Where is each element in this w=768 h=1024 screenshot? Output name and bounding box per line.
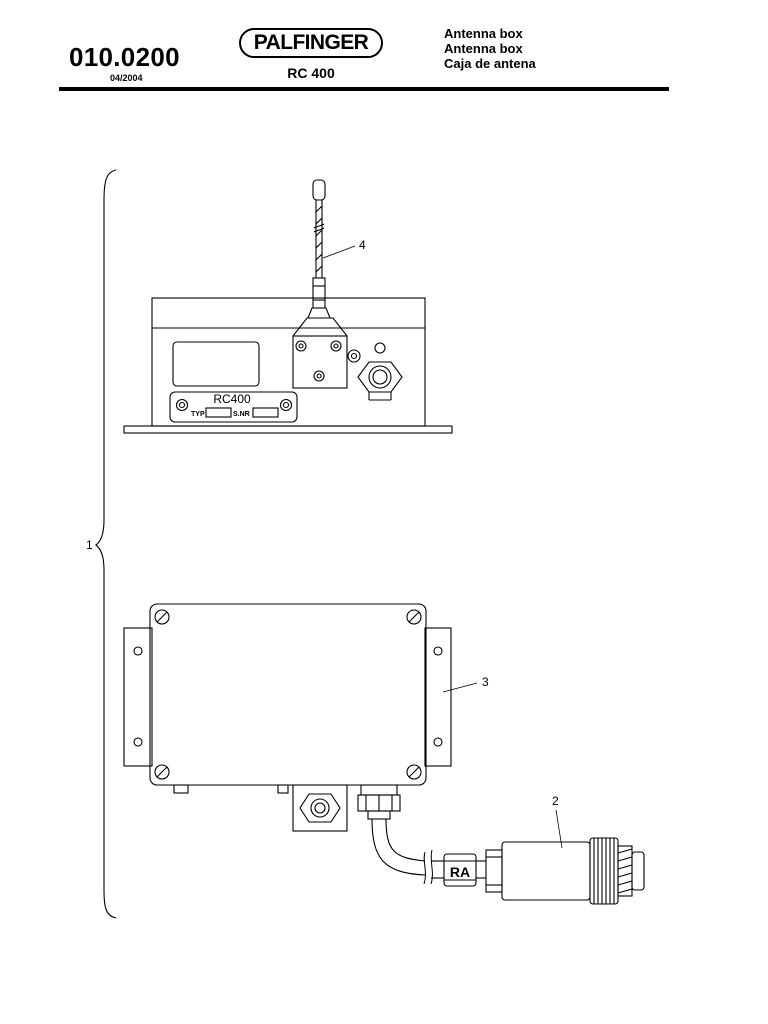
document-titles: Antenna box Antenna box Caja de antena (444, 26, 536, 71)
cable-gland (357, 361, 403, 401)
brand-logo: PALFINGER (239, 28, 383, 58)
housing-front (151, 297, 426, 427)
brand-name: PALFINGER (253, 31, 369, 54)
antenna-mount-block (292, 335, 348, 389)
callout-2: 2 (552, 794, 559, 808)
device-label: RC400 (213, 392, 251, 406)
title-german: Antenna box (444, 41, 523, 56)
antenna-box-front-view (123, 179, 453, 434)
callout-4: 4 (359, 238, 366, 252)
title-spanish: Caja de antena (444, 56, 536, 71)
cable-entry-fitting (357, 784, 401, 820)
document-number: 010.0200 (69, 42, 180, 72)
right-flange (424, 627, 452, 767)
left-flange (123, 627, 153, 767)
housing-top (149, 603, 427, 786)
header-rule (59, 87, 669, 91)
plate-typ-label: TYP (191, 411, 205, 418)
antenna (307, 179, 356, 319)
assembly-brace (95, 169, 117, 919)
label-plate (169, 391, 298, 423)
model-name: RC 400 (287, 65, 335, 81)
plate-snr-label: S.NR (233, 411, 250, 418)
display-window (172, 341, 260, 387)
title-english: Antenna box (444, 26, 523, 41)
callout-3: 3 (482, 675, 489, 689)
cable (371, 818, 486, 887)
plug-connector (485, 809, 645, 905)
antenna-box-top-view (123, 603, 645, 905)
callout-1: 1 (86, 538, 93, 552)
cable-marking: RA (450, 864, 470, 880)
mount-nut-block (292, 784, 348, 832)
mounting-plate (123, 425, 453, 434)
document-date: 04/2004 (110, 73, 143, 83)
